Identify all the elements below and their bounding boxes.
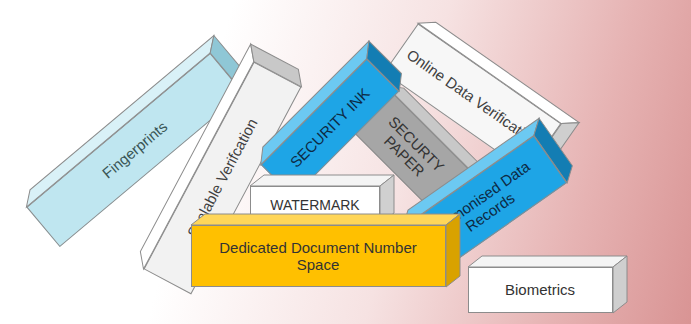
block-top-face <box>191 214 460 225</box>
block-side-face <box>244 44 308 87</box>
block: Dedicated Document Number Space <box>191 225 446 287</box>
block-top-face <box>250 175 394 186</box>
block-side-face <box>613 256 627 313</box>
block-label: Biometrics <box>499 281 581 298</box>
block-label: WATERMARK <box>264 197 365 213</box>
block-label: Dedicated Document Number Space <box>192 239 445 274</box>
block-side-face <box>446 214 460 287</box>
block: Biometrics <box>468 267 613 313</box>
block-side-face <box>528 118 579 183</box>
block-top-face <box>468 256 627 267</box>
